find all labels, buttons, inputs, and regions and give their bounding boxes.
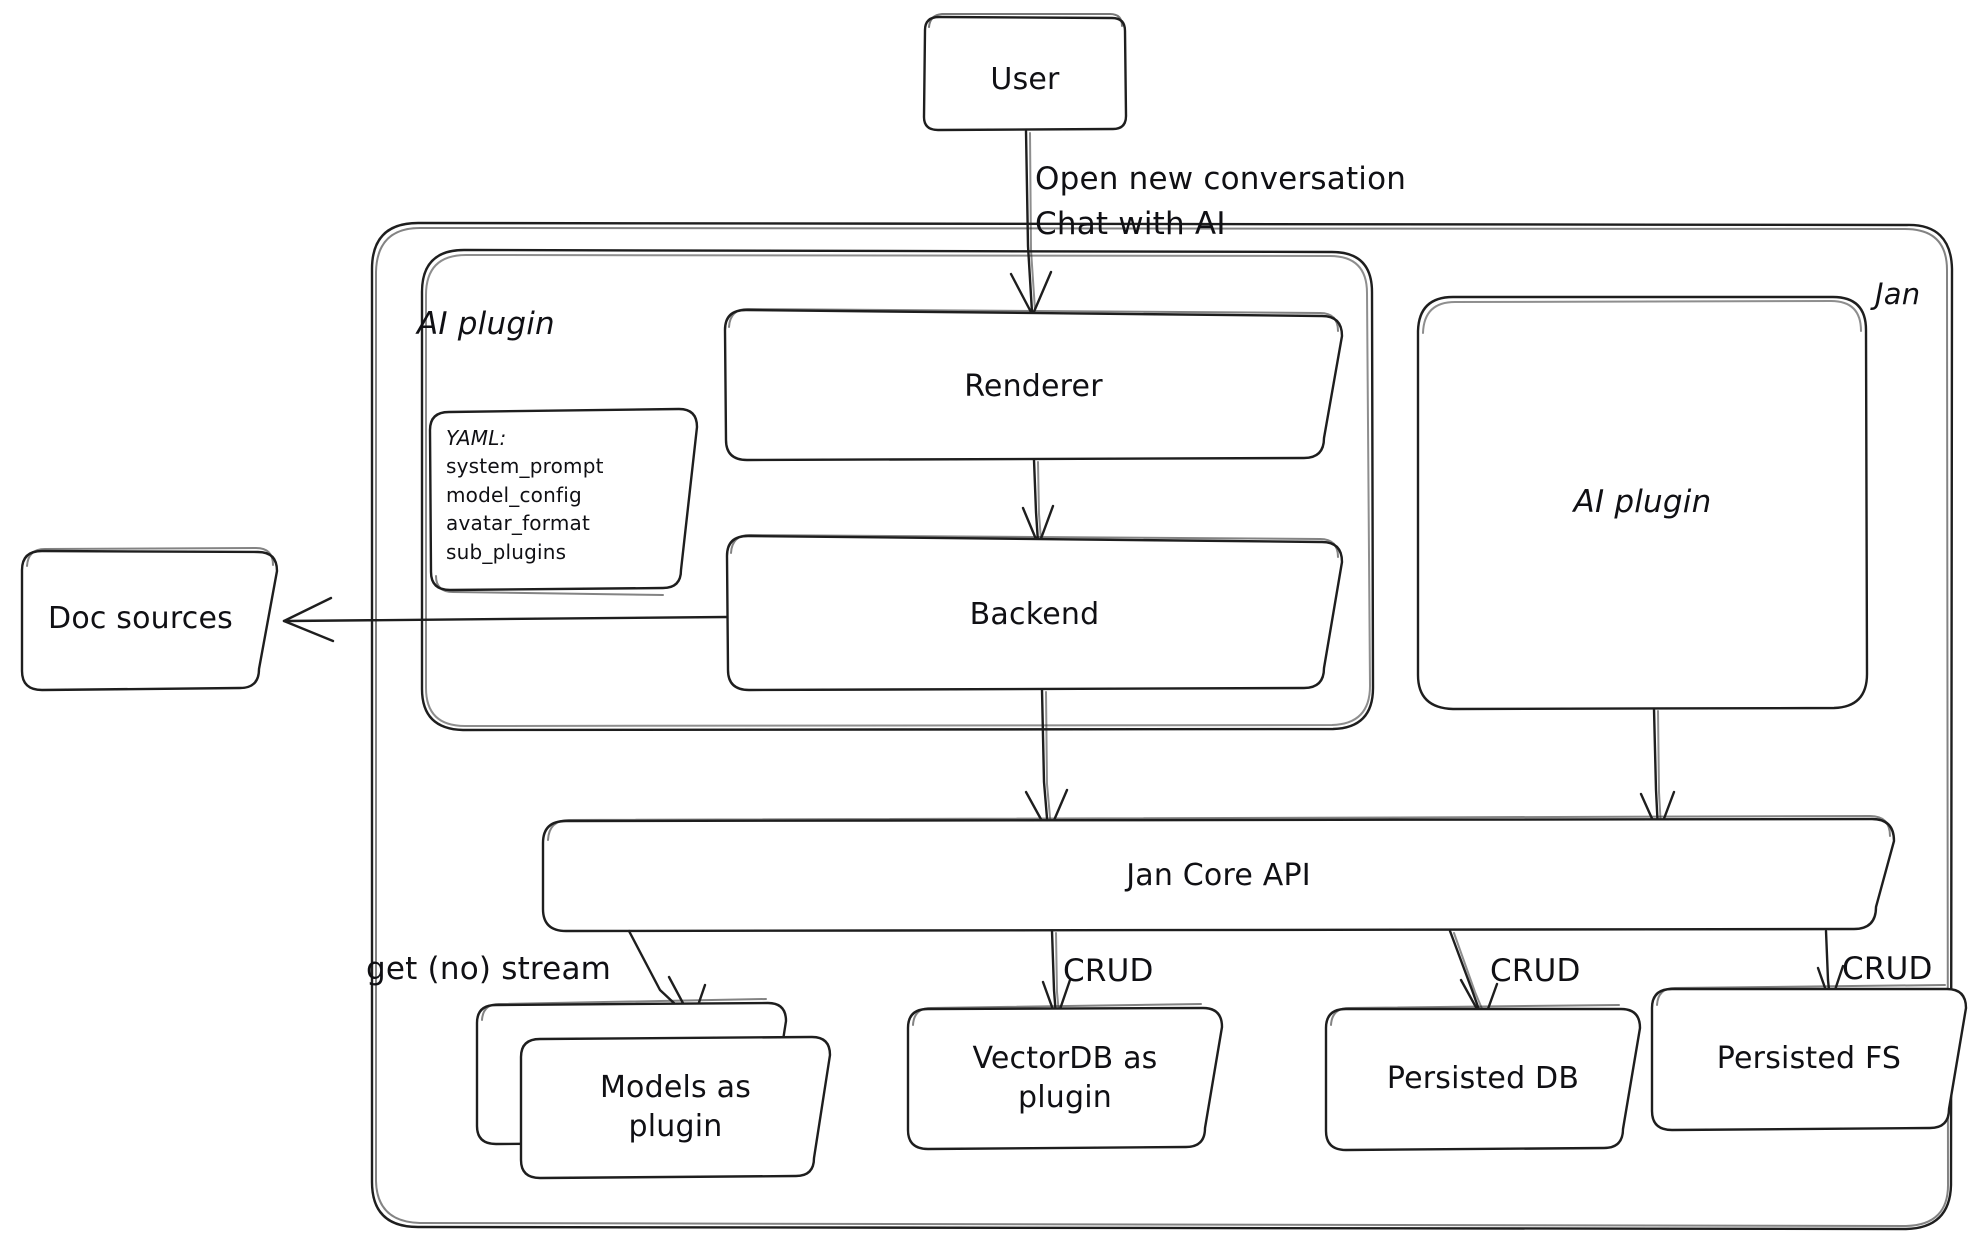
- ai-plugin-right-box-shape: [1416, 295, 1869, 711]
- jan-container-label: Jan: [1875, 277, 1921, 311]
- persisted-fs-label: Persisted FS: [1716, 1041, 1902, 1077]
- edge-backend-to-core: [1024, 688, 1069, 834]
- edge-label-core-to-persisted-fs: CRUD: [1842, 951, 1933, 987]
- edge-label-core-to-persisted-db: CRUD: [1490, 953, 1581, 989]
- ai-plugin-right-label: AI plugin: [1573, 484, 1712, 521]
- edge-renderer-to-backend: [1021, 458, 1055, 546]
- yaml-note: YAML: system_prompt model_config avatar_…: [446, 424, 686, 566]
- ai-plugin-group-shape: [420, 248, 1375, 732]
- yaml-note-box-shape: [428, 407, 699, 596]
- yaml-note-key: avatar_format: [446, 511, 590, 536]
- persisted-db-box-shape: [1324, 1004, 1642, 1152]
- user-label: User: [990, 61, 1060, 97]
- models-as-plugin-box-shape: [475, 998, 832, 1180]
- renderer-label: Renderer: [964, 368, 1103, 404]
- doc-sources-box-shape: [20, 547, 279, 692]
- edge-ai-plugin-to-core: [1639, 707, 1676, 834]
- edge-user-to-renderer: [1009, 129, 1053, 316]
- renderer-box-shape: [723, 308, 1344, 462]
- persisted-fs-box-shape: [1650, 984, 1968, 1132]
- edge-backend-to-doc-sources: [282, 596, 729, 643]
- persisted-db-label: Persisted DB: [1386, 1061, 1580, 1097]
- doc-sources-label: Doc sources: [48, 601, 233, 637]
- yaml-note-key: sub_plugins: [446, 539, 567, 564]
- yaml-note-heading: YAML:: [446, 426, 507, 450]
- yaml-note-key: model_config: [446, 482, 582, 507]
- vectordb-as-plugin-box-shape: [906, 1003, 1224, 1151]
- models-as-plugin-label: Models as plugin: [599, 1070, 752, 1144]
- edge-label-core-to-vectordb: CRUD: [1063, 953, 1154, 989]
- backend-box-shape: [725, 534, 1344, 692]
- yaml-note-key: system_prompt: [446, 454, 604, 479]
- edge-label-user-to-renderer-line1: Open new conversation: [1035, 161, 1407, 197]
- backend-label: Backend: [969, 596, 1100, 632]
- jan-core-api-label: Jan Core API: [1126, 857, 1311, 893]
- jan-core-api-box-shape: [541, 815, 1896, 933]
- jan-container-shape: [370, 221, 1954, 1231]
- vectordb-as-plugin-label: VectorDB as plugin: [972, 1041, 1158, 1115]
- ai-plugin-group-label: AI plugin: [417, 306, 555, 342]
- edge-label-core-to-models: get (no) stream: [366, 951, 612, 987]
- user-box-shape: [922, 13, 1128, 132]
- edge-label-user-to-renderer-line2: Chat with AI: [1035, 206, 1226, 242]
